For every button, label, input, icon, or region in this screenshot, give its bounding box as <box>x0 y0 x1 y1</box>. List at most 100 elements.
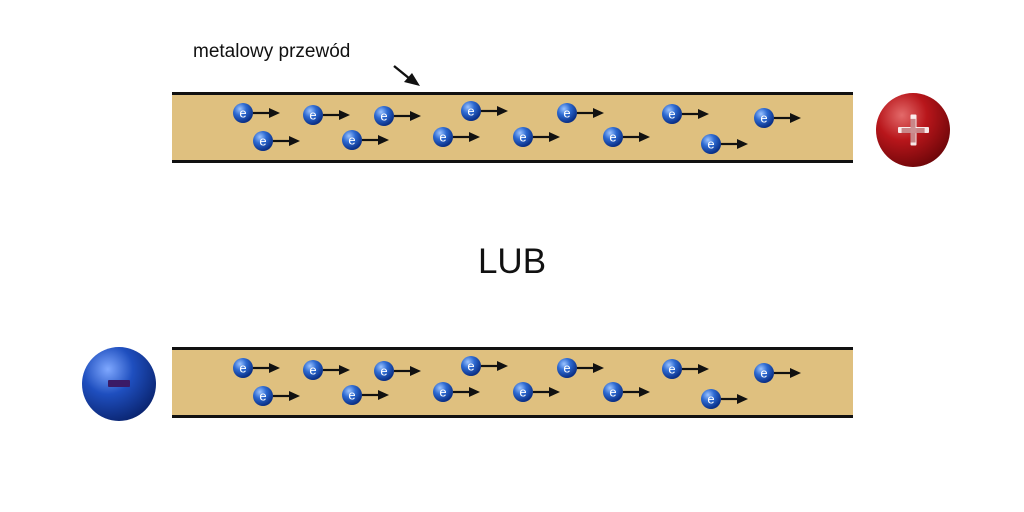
electron-label: e <box>519 385 526 400</box>
arrow-head <box>410 366 421 376</box>
electron-label: e <box>439 385 446 400</box>
electron: e <box>754 363 801 383</box>
electron-label: e <box>348 388 355 403</box>
electron-icon <box>303 360 323 380</box>
arrow-head <box>497 361 508 371</box>
electron-icon <box>374 361 394 381</box>
electron-label: e <box>668 362 675 377</box>
electron: e <box>342 385 389 405</box>
electron: e <box>603 127 650 147</box>
arrow-head <box>698 109 709 119</box>
positive-terminal-symbol: + <box>900 104 927 156</box>
electron-icon <box>433 382 453 402</box>
arrow-head <box>289 391 300 401</box>
electron: e <box>603 382 650 402</box>
electron-label: e <box>439 130 446 145</box>
electron-icon <box>233 358 253 378</box>
electron: e <box>253 386 300 406</box>
electron-icon <box>513 382 533 402</box>
electron-label: e <box>467 104 474 119</box>
electron-icon <box>461 356 481 376</box>
electron: e <box>662 359 709 379</box>
electron-label: e <box>239 106 246 121</box>
arrow-head <box>339 110 350 120</box>
electron-icon <box>342 385 362 405</box>
electron-label: e <box>259 389 266 404</box>
electron: e <box>303 360 350 380</box>
wire-label: metalowy przewód <box>193 41 350 62</box>
arrow-head <box>698 364 709 374</box>
electron-label: e <box>563 361 570 376</box>
electron-label: e <box>760 366 767 381</box>
electron-label: e <box>259 134 266 149</box>
electron: e <box>754 108 801 128</box>
electron: e <box>433 382 480 402</box>
arrow-head <box>469 132 480 142</box>
electron: e <box>513 127 560 147</box>
electron: e <box>433 127 480 147</box>
electron-icon <box>461 101 481 121</box>
arrow-head <box>469 387 480 397</box>
electron-icon <box>342 130 362 150</box>
electron-icon <box>754 363 774 383</box>
electron-label: e <box>467 359 474 374</box>
arrow-head <box>410 111 421 121</box>
electron-label: e <box>380 364 387 379</box>
arrow-head <box>549 387 560 397</box>
electron-label: e <box>519 130 526 145</box>
arrow-head <box>737 139 748 149</box>
electron-label: e <box>668 107 675 122</box>
arrow-head <box>497 106 508 116</box>
electron-label: e <box>707 392 714 407</box>
electron: e <box>701 389 748 409</box>
electron: e <box>513 382 560 402</box>
electron: e <box>233 103 280 123</box>
electron-label: e <box>707 137 714 152</box>
arrow-head <box>593 108 604 118</box>
or-label: LUB <box>478 242 546 281</box>
electron: e <box>253 131 300 151</box>
electron-icon <box>754 108 774 128</box>
electron: e <box>342 130 389 150</box>
negative-terminal: − <box>82 347 156 421</box>
electron-label: e <box>309 108 316 123</box>
electron-icon <box>513 127 533 147</box>
electron: e <box>374 361 421 381</box>
electron-label: e <box>563 106 570 121</box>
electron-label: e <box>239 361 246 376</box>
electron-icon <box>662 359 682 379</box>
arrow-head <box>339 365 350 375</box>
arrow-head <box>639 387 650 397</box>
electron-icon <box>603 382 623 402</box>
electron-label: e <box>760 111 767 126</box>
pointer-arrow-icon <box>393 65 420 86</box>
arrow-head <box>378 135 389 145</box>
electron-icon <box>253 386 273 406</box>
electron-label: e <box>609 385 616 400</box>
electron-icon <box>433 127 453 147</box>
wire-body <box>172 94 853 161</box>
electron-icon <box>557 358 577 378</box>
electron: e <box>557 358 604 378</box>
electron: e <box>374 106 421 126</box>
arrow-head <box>790 368 801 378</box>
positive-terminal: + <box>876 93 950 167</box>
electron: e <box>557 103 604 123</box>
electron-label: e <box>309 363 316 378</box>
wire-body <box>172 349 853 416</box>
arrow-head <box>737 394 748 404</box>
electron: e <box>303 105 350 125</box>
arrow-head <box>269 108 280 118</box>
electron-icon <box>303 105 323 125</box>
arrow-head <box>593 363 604 373</box>
electron: e <box>701 134 748 154</box>
electron: e <box>461 101 508 121</box>
arrow-head <box>790 113 801 123</box>
electron-icon <box>603 127 623 147</box>
electron: e <box>233 358 280 378</box>
